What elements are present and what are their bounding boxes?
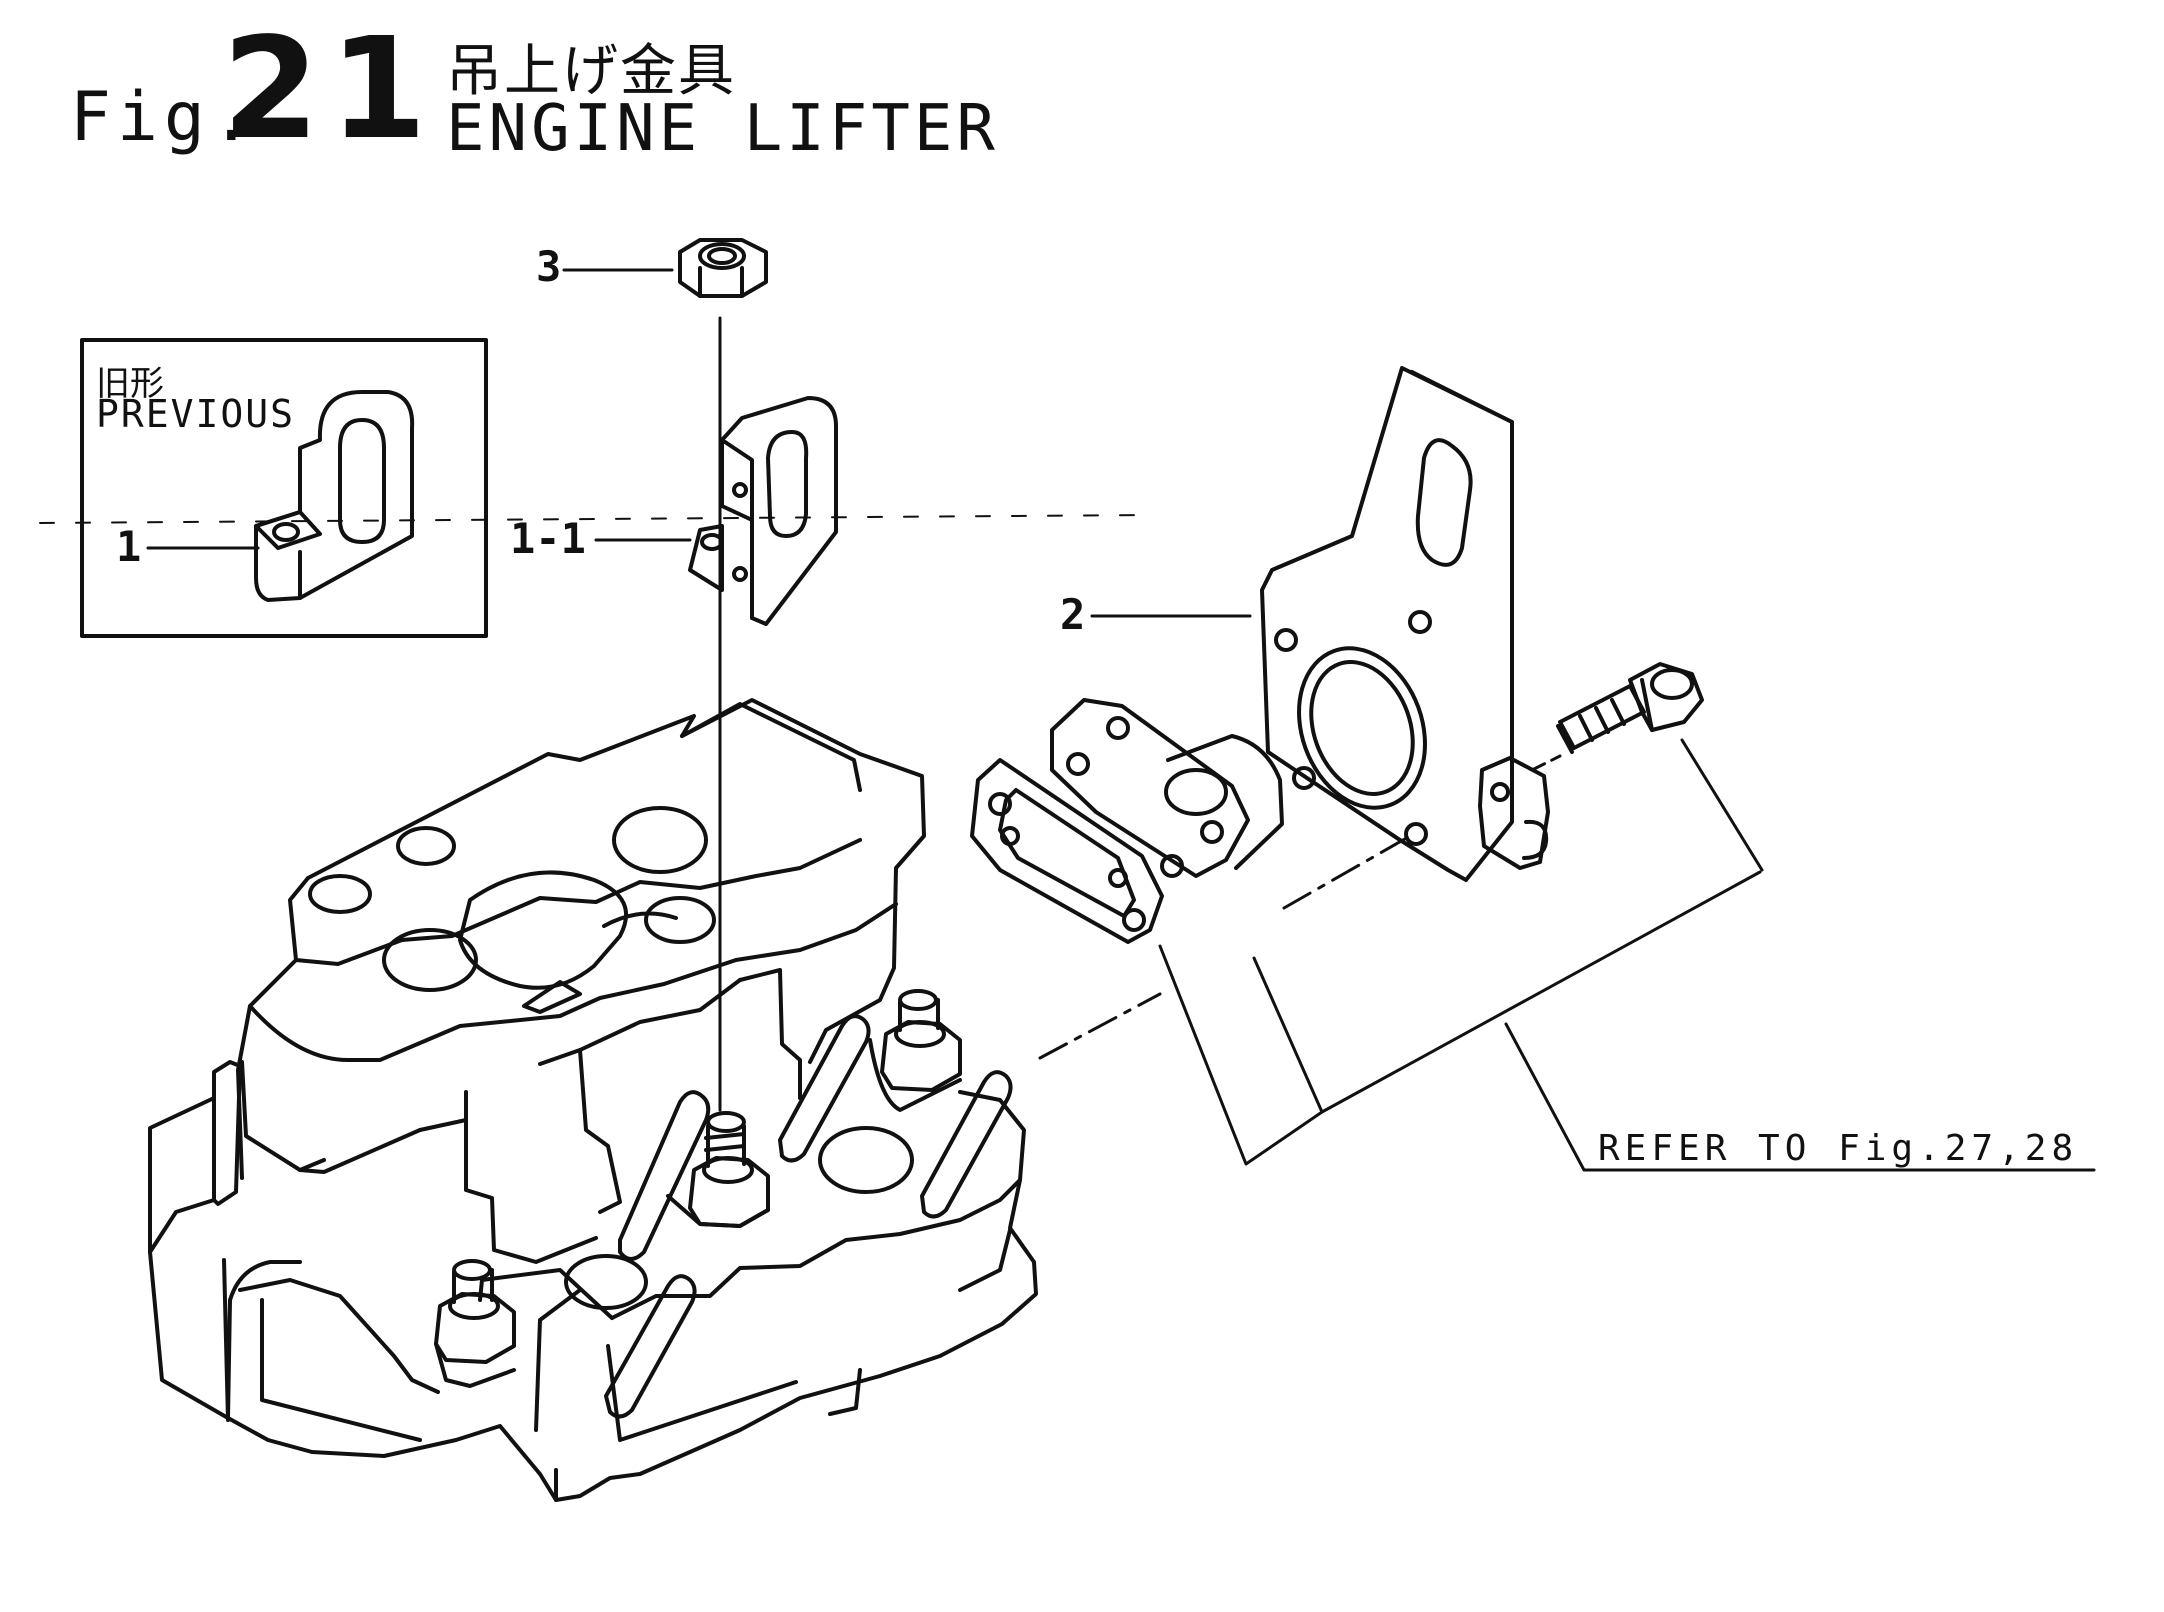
gasket	[970, 758, 1164, 944]
figure-prefix: Fig.	[70, 78, 258, 157]
callout-part-1-1: 1-1	[510, 514, 586, 563]
center-dash-line	[39, 514, 1151, 524]
previous-label-jp: 旧形	[96, 364, 164, 404]
align-line-upper	[1282, 834, 1412, 910]
lifter-bracket-part-1-1	[688, 396, 838, 626]
align-line-lower	[1038, 992, 1162, 1060]
reference-note: REFER TO Fig.27,28	[1598, 1128, 2079, 1169]
figure-number: 21	[222, 8, 437, 171]
cylinder-head	[148, 698, 1038, 1502]
figure-title-jp: 吊上げ金具	[446, 39, 736, 104]
align-line-bolt	[1530, 754, 1562, 772]
callout-part-2: 2	[1060, 590, 1086, 639]
figure-title-en: ENGINE LIFTER	[446, 92, 999, 166]
elbow-flange	[1050, 698, 1284, 878]
callout-part-1: 1	[116, 522, 142, 571]
previous-lifter-bracket	[254, 390, 415, 602]
wire-clamp	[1478, 756, 1550, 870]
reference-bracket	[1158, 738, 2096, 1172]
previous-label-en: PREVIOUS	[96, 392, 296, 436]
callout-part-3: 3	[536, 242, 562, 291]
previous-box-frame	[80, 338, 488, 638]
nut-part-3	[678, 238, 768, 298]
flange-bolt	[1556, 662, 1704, 754]
lifter-plate-part-2	[1260, 366, 1514, 882]
